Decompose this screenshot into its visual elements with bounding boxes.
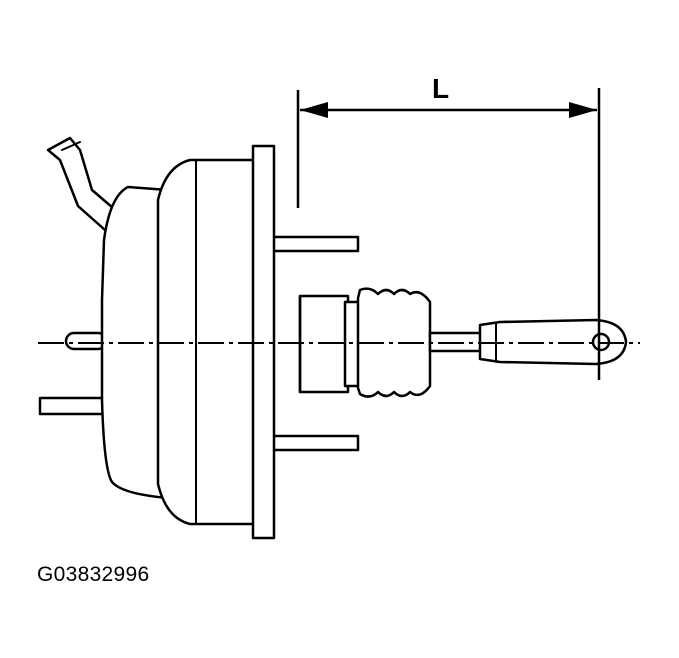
front-stud-upper <box>270 235 360 253</box>
dimension-arrow-right <box>569 102 597 118</box>
vacuum-hose-inner-line <box>61 141 81 151</box>
rubber-boot <box>356 287 432 398</box>
rear-stud-lower <box>38 396 108 416</box>
front-stud-lower <box>270 434 360 452</box>
dimension-arrow-left <box>300 102 328 118</box>
rear-stud-upper <box>64 331 108 351</box>
dimension-label: L <box>432 73 449 104</box>
figure-code: G03832996 <box>37 563 150 586</box>
